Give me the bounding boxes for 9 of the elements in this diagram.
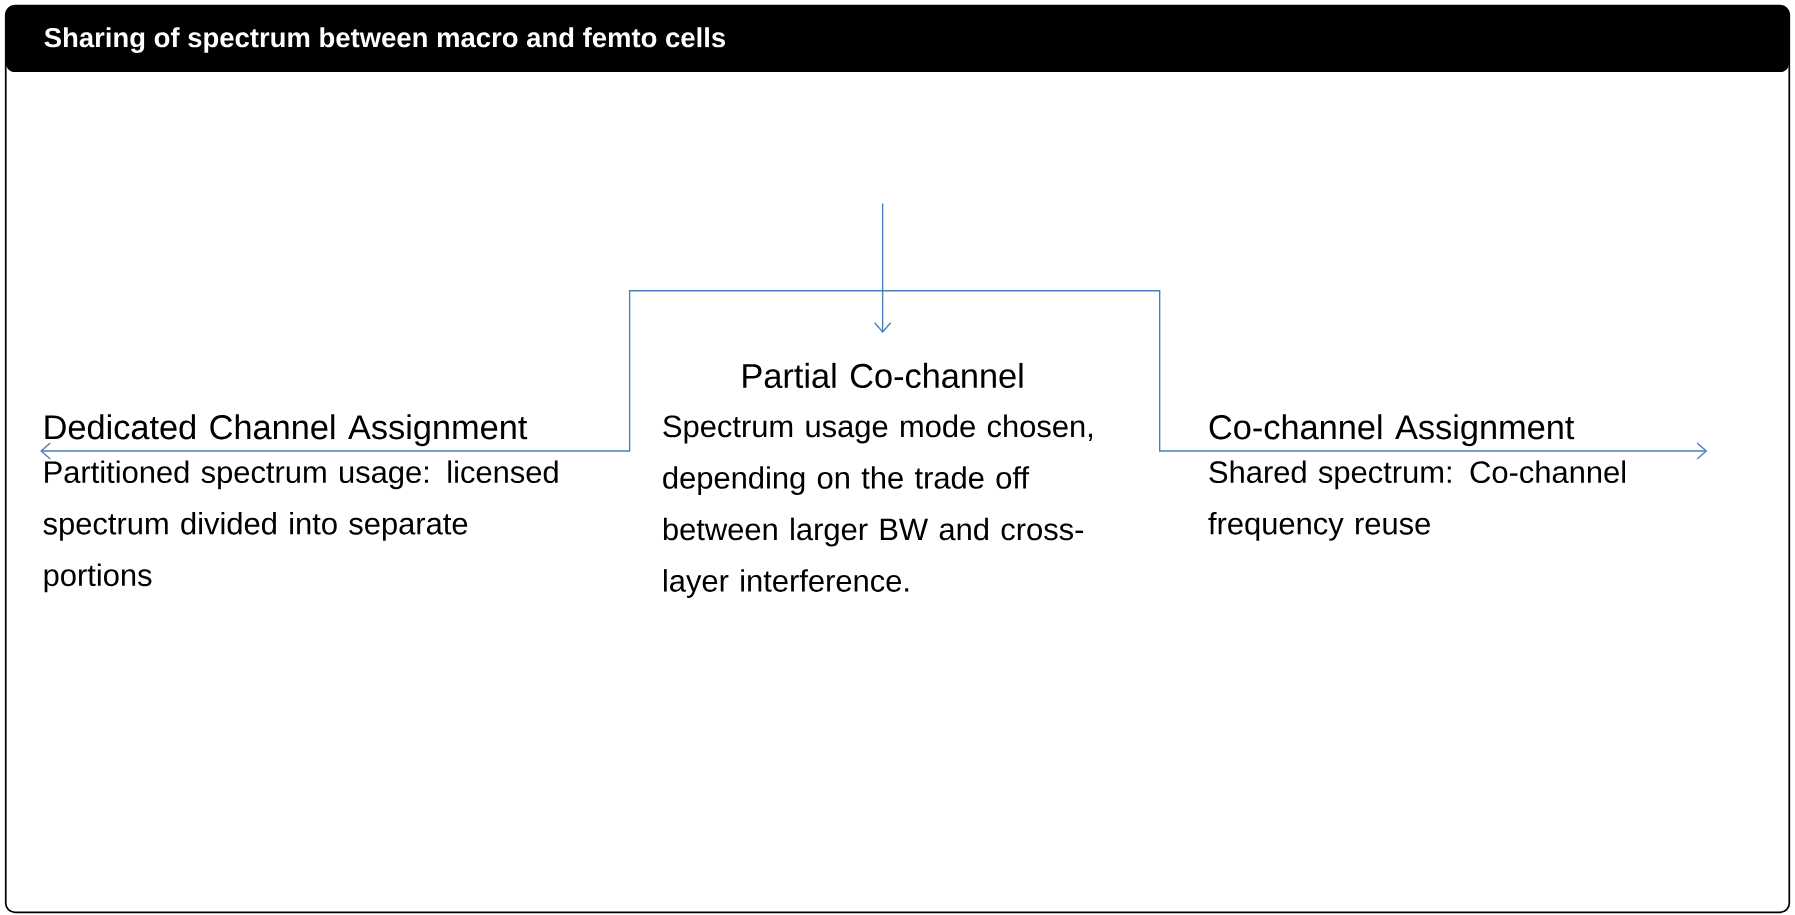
description: Spectrum usage mode chosen, depending on the trade off between larger BW and cross-layer interference.: [663, 414, 1092, 599]
arrow: [873, 203, 892, 334]
description: Shared spectrum: Co-channel frequency reuse: [1208, 460, 1626, 541]
description: Partitioned spectrum usage: licensed spectrum divided into separate portions: [43, 460, 558, 593]
heading: Partial Co-channel: [743, 363, 1023, 389]
title-bar: Sharing of spectrum between macro and femto cells: [5, 5, 1790, 73]
heading: Co-channel Assignment: [1209, 414, 1575, 447]
heading: Dedicated Channel Assignment: [45, 414, 528, 447]
bracket-arrow: [40, 290, 1708, 460]
